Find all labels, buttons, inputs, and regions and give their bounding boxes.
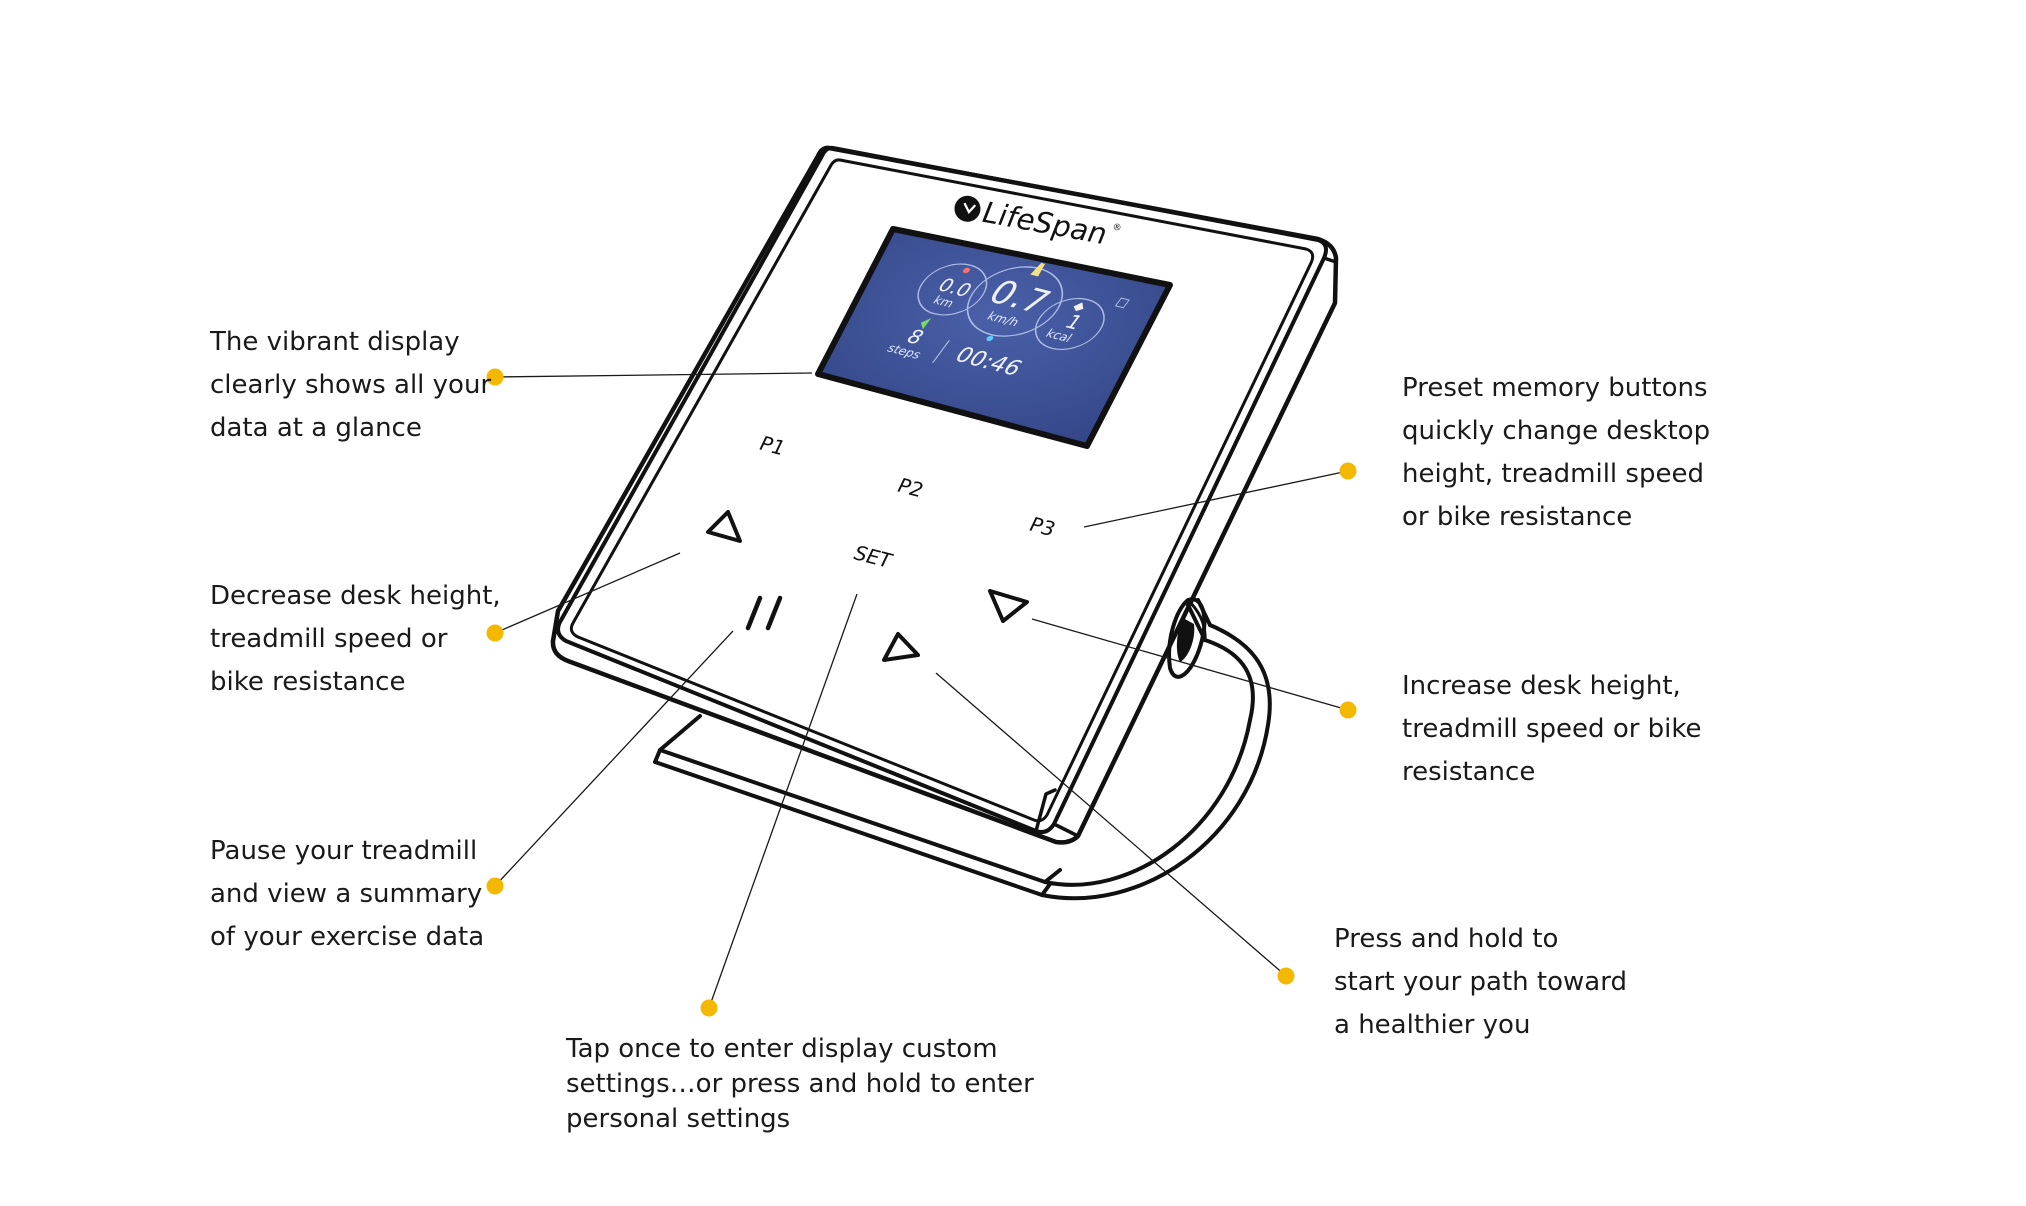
pause-callout: Pause your treadmill and view a summary … — [210, 836, 485, 952]
steps-icon — [920, 318, 932, 330]
decrease-button[interactable] — [706, 510, 742, 543]
set-button[interactable]: SET — [852, 540, 896, 573]
increase-button[interactable] — [988, 589, 1029, 623]
display-marker — [486, 368, 504, 386]
p1-button[interactable]: P1 — [758, 431, 788, 460]
console-keypad: P1 P2 P3 SET — [706, 431, 1058, 662]
preset-marker — [1339, 462, 1357, 480]
calories-gauge — [1034, 297, 1105, 350]
callout-markers — [486, 368, 1357, 1017]
decrease-callout: Decrease desk height, treadmill speed or… — [210, 581, 501, 697]
distance-unit: km — [930, 293, 957, 310]
console-stand — [653, 598, 1272, 901]
increase-marker — [1339, 701, 1357, 719]
logo-mark-icon — [963, 202, 977, 214]
pause-marker — [486, 877, 504, 895]
set-marker — [700, 999, 718, 1017]
pause-button[interactable] — [745, 595, 783, 631]
timer-icon — [986, 335, 994, 342]
triangle-up-icon — [706, 510, 742, 543]
menu-icon — [1114, 297, 1130, 309]
flame-icon — [1073, 302, 1084, 312]
distance-gauge — [917, 263, 988, 316]
p3-button[interactable]: P3 — [1028, 512, 1058, 541]
start-callout: Press and hold to start your path toward… — [1334, 924, 1627, 1040]
set-callout: Tap once to enter display custom setting… — [566, 1034, 1034, 1134]
start-marker — [1277, 967, 1295, 985]
brand-name: LifeSpan — [980, 195, 1109, 251]
triangle-down-icon — [988, 589, 1029, 623]
decrease-marker — [486, 624, 504, 642]
distance-icon — [962, 267, 970, 274]
registered-mark: ® — [1112, 223, 1123, 234]
display-callout: The vibrant display clearly shows all yo… — [210, 327, 492, 443]
console-screen: 0.0 km 0.7 km/h 1 kcal 8 steps 00:46 — [815, 226, 1173, 449]
start-button[interactable] — [882, 632, 920, 662]
p2-button[interactable]: P2 — [896, 473, 926, 502]
preset-callout: Preset memory buttons quickly change des… — [1402, 373, 1711, 532]
leader-lines — [494, 372, 1349, 1009]
triangle-start-icon — [882, 632, 920, 662]
increase-callout: Increase desk height, treadmill speed or… — [1402, 671, 1702, 787]
pause-icon — [745, 595, 783, 631]
runner-icon — [1030, 262, 1046, 277]
calories-unit: kcal — [1043, 326, 1076, 345]
console-body — [550, 145, 1339, 845]
